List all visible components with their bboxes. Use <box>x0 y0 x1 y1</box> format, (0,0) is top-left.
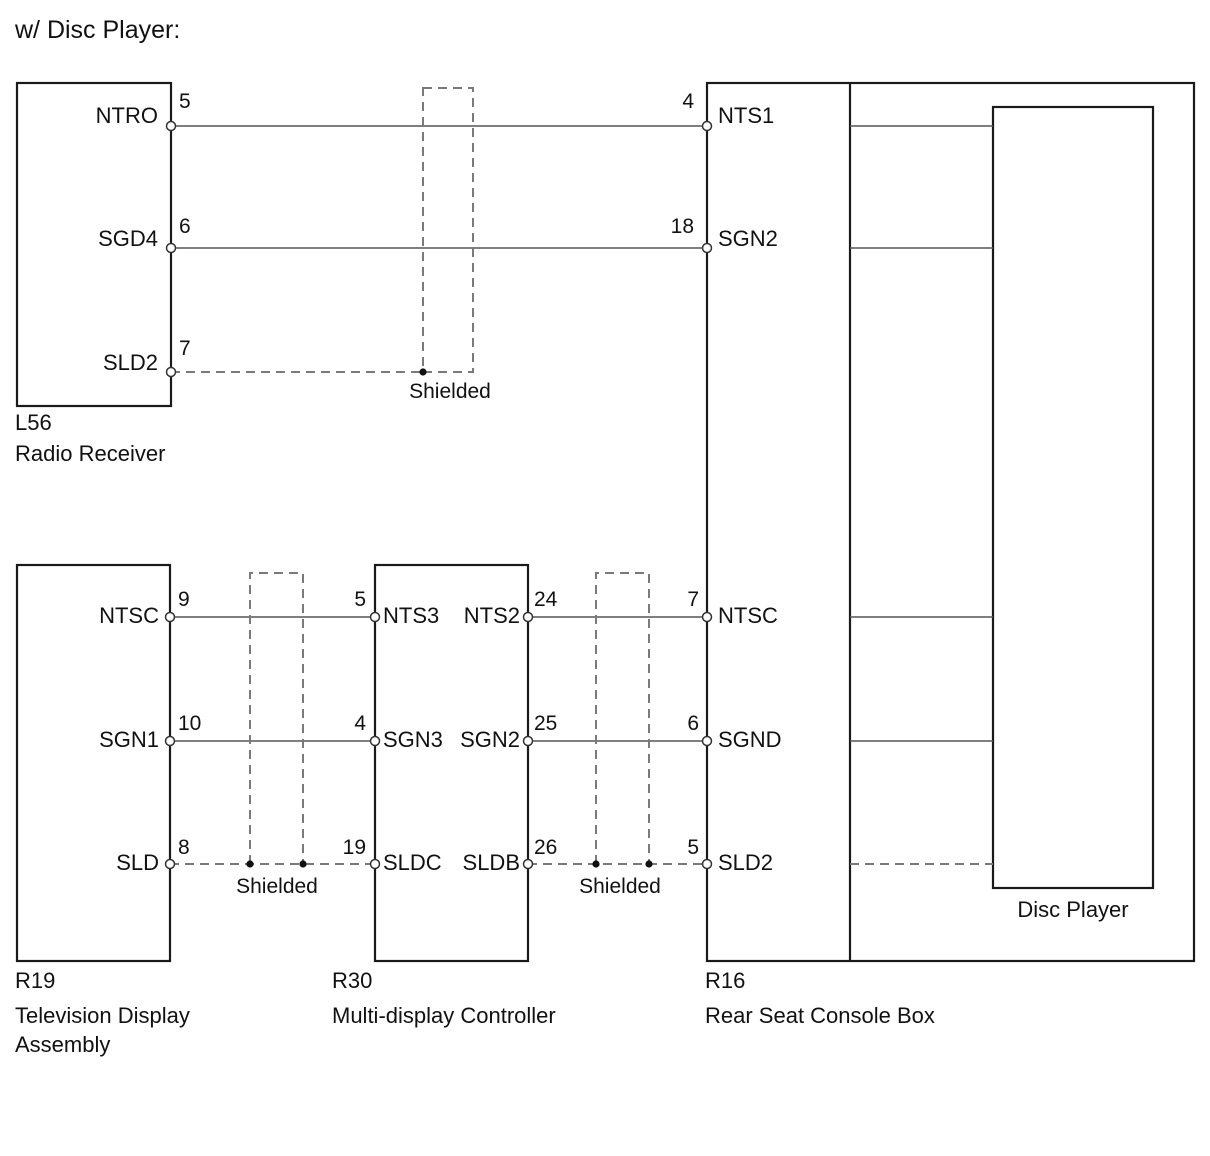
pin-terminal-sld2-r16 <box>701 858 713 870</box>
pin-label-sgn1: SGN1 <box>99 727 159 752</box>
multi-display-controller-box <box>373 563 530 963</box>
pin-label-ntro: NTRO <box>96 103 158 128</box>
pin-label-sld: SLD <box>116 850 159 875</box>
shield-ground-dot-top <box>419 368 427 376</box>
pin-number-ntsc-r19: 9 <box>178 588 190 611</box>
pin-label-sgd4: SGD4 <box>98 226 158 251</box>
pin-label-sld2-r16: SLD2 <box>718 850 773 875</box>
pin-label-nts2: NTS2 <box>464 603 520 628</box>
pin-terminal-ntro <box>165 120 177 132</box>
shield-label-left: Shielded <box>236 875 318 898</box>
pin-terminal-nts1 <box>701 120 713 132</box>
television-display-code: R19 <box>15 968 55 993</box>
diagram-title: w/ Disc Player: <box>14 16 180 44</box>
pin-label-sgn2-r30: SGN2 <box>460 727 520 752</box>
pin-number-sldc: 19 <box>343 836 366 859</box>
pin-number-sgn3: 4 <box>354 712 366 735</box>
pin-number-sld2-l56: 7 <box>179 337 191 360</box>
pin-number-nts3: 5 <box>354 588 366 611</box>
pin-terminal-nts2 <box>522 611 534 623</box>
pin-terminal-sld2-l56 <box>165 366 177 378</box>
pin-number-ntro: 5 <box>179 90 191 113</box>
rear-seat-console-name: Rear Seat Console Box <box>705 1003 935 1028</box>
multi-display-controller-name: Multi-display Controller <box>332 1003 556 1028</box>
pin-number-sld: 8 <box>178 836 190 859</box>
pin-terminal-sgn1 <box>164 735 176 747</box>
television-display-name-line1: Television Display <box>15 1003 190 1028</box>
shield-ground-dot-left-b <box>299 860 307 868</box>
pin-number-sgn2-r16: 18 <box>671 215 694 238</box>
pin-number-sld2-r16: 5 <box>687 836 699 859</box>
radio-receiver-code: L56 <box>15 410 52 435</box>
pin-label-sld2-l56: SLD2 <box>103 350 158 375</box>
pin-number-sgd4: 6 <box>179 215 191 238</box>
pin-label-ntsc-r16: NTSC <box>718 603 778 628</box>
pin-terminal-sgnd <box>701 735 713 747</box>
pin-terminal-sgn2-r16 <box>701 242 713 254</box>
shield-ground-dot-right-b <box>645 860 653 868</box>
pin-number-sgn1: 10 <box>178 712 201 735</box>
television-display-box <box>15 563 172 963</box>
pin-number-sgn2-r30: 25 <box>534 712 557 735</box>
shield-ground-dot-right-a <box>592 860 600 868</box>
pin-number-ntsc-r16: 7 <box>687 588 699 611</box>
pin-label-sgnd: SGND <box>718 727 782 752</box>
pin-number-nts2: 24 <box>534 588 558 611</box>
pin-number-nts1: 4 <box>682 90 694 113</box>
shield-label-top: Shielded <box>409 380 491 403</box>
pin-terminal-sldb <box>522 858 534 870</box>
pin-terminal-sldc <box>369 858 381 870</box>
pin-label-sldc: SLDC <box>383 850 442 875</box>
rear-seat-console-code: R16 <box>705 968 745 993</box>
pin-number-sldb: 26 <box>534 836 557 859</box>
pin-terminal-ntsc-r19 <box>164 611 176 623</box>
pin-label-sgn3: SGN3 <box>383 727 443 752</box>
rear-seat-console-outer-box <box>705 81 1196 963</box>
pin-label-nts1: NTS1 <box>718 103 774 128</box>
pin-label-sgn2-r16: SGN2 <box>718 226 778 251</box>
pin-number-sgnd: 6 <box>687 712 699 735</box>
pin-terminal-sgn2-r30 <box>522 735 534 747</box>
pin-terminal-nts3 <box>369 611 381 623</box>
pin-label-sldb: SLDB <box>463 850 520 875</box>
pin-terminal-sld <box>164 858 176 870</box>
multi-display-controller-code: R30 <box>332 968 372 993</box>
pin-terminal-sgd4 <box>165 242 177 254</box>
disc-player-label: Disc Player <box>1017 897 1128 922</box>
shield-ground-dot-left-a <box>246 860 254 868</box>
shield-enclosure-left <box>249 572 304 864</box>
shield-label-right: Shielded <box>579 875 661 898</box>
shield-enclosure-right <box>595 572 650 864</box>
radio-receiver-name: Radio Receiver <box>15 441 165 466</box>
pin-terminal-sgn3 <box>369 735 381 747</box>
shield-enclosure-top <box>422 87 474 373</box>
disc-player-box <box>991 105 1155 890</box>
pin-terminal-ntsc-r16 <box>701 611 713 623</box>
television-display-name-line2: Assembly <box>15 1032 110 1057</box>
pin-label-nts3: NTS3 <box>383 603 439 628</box>
pin-label-ntsc-r19: NTSC <box>99 603 159 628</box>
